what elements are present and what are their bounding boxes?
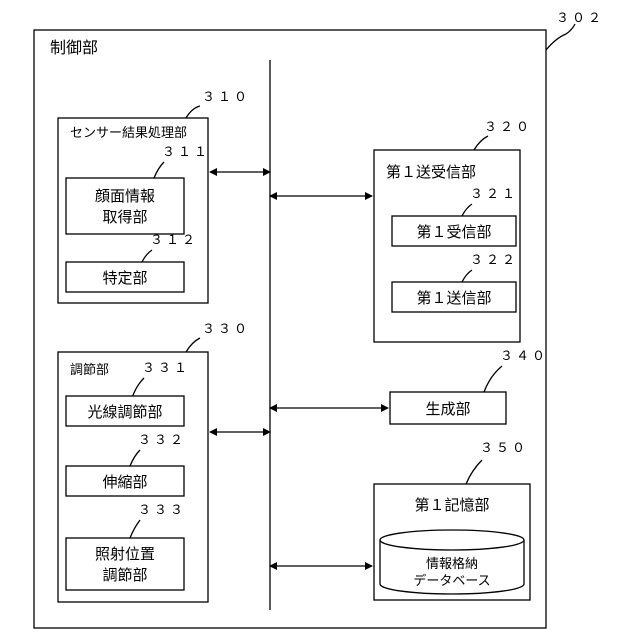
position-adjust-label-line1: 照射位置 <box>95 545 155 563</box>
receiver-ref: ３２１ <box>470 187 518 202</box>
database-label-line1: 情報格納 <box>426 556 478 572</box>
control-unit-ref: ３０２ <box>556 11 604 26</box>
memory-title: 第１記憶部 <box>414 496 489 514</box>
generator-label: 生成部 <box>425 400 470 418</box>
adjust-unit-title: 調節部 <box>70 363 109 378</box>
generator-ref: ３４０ <box>500 349 548 364</box>
sender-ref: ３２２ <box>470 253 518 268</box>
identify-label: 特定部 <box>102 269 147 287</box>
face-info-label-line1: 顔面情報 <box>95 187 155 205</box>
ray-adjust-ref: ３３１ <box>142 361 190 376</box>
identify-ref: ３１２ <box>150 233 198 248</box>
transceiver-title: 第１送受信部 <box>386 163 476 181</box>
control-unit-title: 制御部 <box>50 38 98 57</box>
adjust-unit-ref: ３３０ <box>202 322 250 337</box>
stretch-label: 伸縮部 <box>102 473 147 491</box>
database-label-line2: データベース <box>413 573 490 589</box>
receiver-label: 第１受信部 <box>416 223 491 241</box>
stretch-ref: ３３２ <box>138 433 186 448</box>
face-info-ref: ３１１ <box>162 145 210 160</box>
position-adjust-label-line2: 調節部 <box>102 566 147 584</box>
ray-adjust-label: 光線調節部 <box>87 403 162 421</box>
control-unit-leader <box>546 24 575 50</box>
position-adjust-ref: ３３３ <box>138 503 186 518</box>
memory-ref: ３５０ <box>480 441 528 456</box>
sensor-unit-ref: ３１０ <box>202 90 250 105</box>
sensor-unit-title: センサー結果処理部 <box>70 126 187 141</box>
transceiver-ref: ３２０ <box>484 120 532 135</box>
sender-label: 第１送信部 <box>416 289 491 307</box>
face-info-label-line2: 取得部 <box>102 208 147 226</box>
